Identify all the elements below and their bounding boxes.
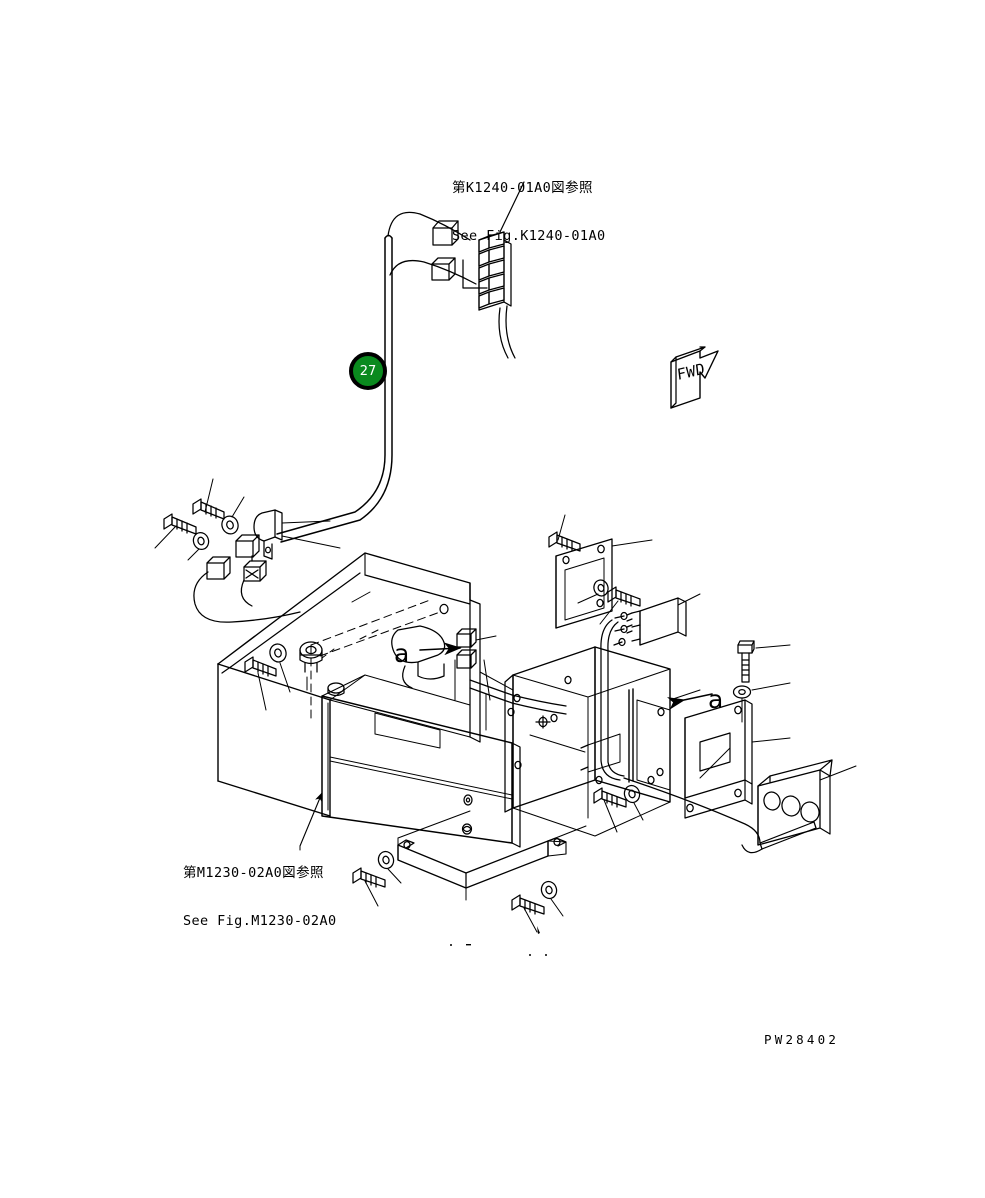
washer-left-2 — [192, 531, 210, 551]
washer-battery — [269, 643, 287, 663]
left-hardware-cluster — [154, 478, 341, 623]
reference-note-bottom-en: See Fig.M1230-02A0 — [183, 913, 337, 929]
harness-wire-upper — [387, 211, 471, 241]
base-frame — [352, 810, 587, 933]
inline-connector-2 — [431, 257, 456, 281]
reference-note-bottom-jp: 第M1230-02A0図参照 — [183, 865, 324, 881]
fwd-arrow-plate — [670, 346, 719, 409]
bolt-left-2 — [163, 513, 197, 535]
harness-box-exit-2 — [469, 687, 567, 715]
bolt-under-1 — [593, 787, 627, 808]
harness-wire-lower — [389, 259, 477, 285]
bolt-plate-2 — [607, 586, 641, 607]
battery-box-cover-panel — [321, 603, 521, 848]
washer-plate-1 — [593, 579, 609, 597]
washer-base-right — [540, 880, 558, 900]
connector-block-3-socket — [741, 759, 833, 854]
battery-strap — [391, 625, 446, 689]
reference-note-top-en: See Fig.K1240-01A0 — [452, 228, 606, 244]
relay-wire-1 — [600, 619, 621, 781]
callout-balloon-27[interactable]: 27 — [349, 352, 387, 390]
washer-under-1 — [623, 784, 641, 804]
inline-connector-3 — [235, 534, 260, 558]
cutout-bracket-plate — [684, 699, 753, 819]
inline-connector-1 — [432, 220, 459, 246]
bolt-left-1 — [192, 498, 225, 520]
leader-lines — [299, 591, 456, 851]
top-harness-group — [276, 181, 525, 543]
battery-terminal-stud — [299, 641, 323, 673]
harness-box-exit-1 — [469, 679, 567, 707]
bolt-base-left — [352, 867, 386, 888]
leader-endpoints — [450, 926, 547, 956]
terminal-block — [478, 231, 512, 311]
upper-mounting-plate — [555, 538, 613, 629]
relay-unit — [613, 597, 687, 647]
bolt-plate-1 — [548, 531, 581, 552]
bolt-vertical — [737, 640, 755, 683]
reference-note-top-jp: 第K1240-01A0図参照 — [452, 180, 593, 196]
harness-out-a — [498, 307, 509, 359]
inline-connector-4 — [206, 556, 231, 580]
harness-right-run — [623, 777, 761, 844]
bolt-battery — [244, 656, 277, 677]
washer-left-1 — [221, 515, 239, 535]
detail-marker-a-right: a — [708, 685, 724, 714]
relay-box-assembly — [479, 514, 713, 837]
detail-marker-a-left: a — [394, 639, 410, 668]
harness-out-b — [505, 305, 516, 359]
drawing-code: PW28402 — [764, 1032, 840, 1047]
reference-note-bottom: 第M1230-02A0図参照 See Fig.M1230-02A0 — [183, 833, 337, 961]
harness-clamp-bracket — [253, 509, 341, 560]
battery-box-terminals — [456, 628, 477, 669]
washer-base-left — [377, 850, 395, 870]
relay-housing-vents — [535, 715, 551, 729]
harness-loop-left — [193, 571, 301, 623]
relay-wire-2 — [607, 621, 625, 777]
reference-note-top: 第K1240-01A0図参照 See Fig.K1240-01A0 — [452, 148, 606, 276]
cutout-plate-assembly — [623, 640, 857, 854]
small-junction-block — [243, 555, 267, 582]
washer-vertical — [732, 685, 752, 699]
relay-housing — [504, 646, 671, 837]
battery-box — [217, 552, 567, 848]
bolt-base-right — [511, 894, 545, 915]
